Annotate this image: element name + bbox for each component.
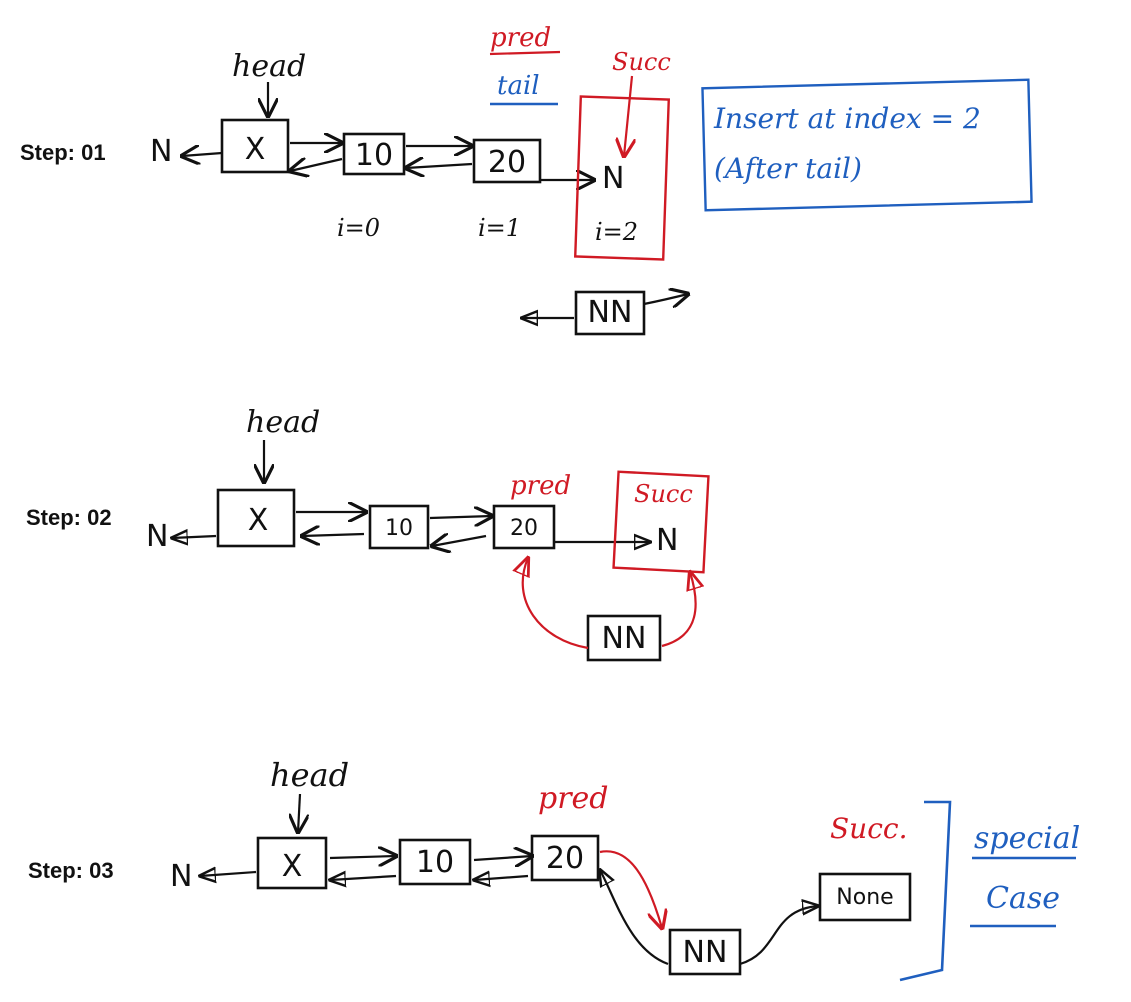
head-pointer-arrow [298, 793, 300, 832]
next-arrow [473, 856, 532, 860]
node-box-x [220, 118, 290, 174]
node-value: 10 [385, 516, 413, 541]
new-node-box [586, 614, 662, 662]
tail-label: tail [497, 71, 540, 101]
succ-label: Succ [612, 48, 671, 76]
null-left-label: N [146, 519, 168, 554]
head-label: head [232, 49, 306, 84]
succ-value: N [602, 161, 624, 196]
node-value: X [282, 849, 303, 884]
new-node-prev-link-arrow [523, 558, 589, 650]
head-label: head [246, 405, 320, 440]
index-label: i=2 [595, 218, 638, 246]
null-left-label: N [150, 134, 172, 169]
node-value: 20 [510, 516, 538, 541]
prev-to-null-arrow [200, 872, 257, 876]
succ-highlight-box [573, 95, 671, 261]
succ-value: N [656, 523, 678, 558]
insert-note-box [701, 78, 1033, 212]
special-label: special [974, 821, 1080, 856]
new-node-box [668, 928, 742, 976]
node-value: X [248, 503, 269, 538]
pred-label: pred [510, 471, 571, 501]
new-node-box [574, 290, 646, 336]
new-node-value: NN [602, 621, 647, 656]
prev-arrow [290, 159, 343, 171]
node-value: 10 [355, 138, 393, 173]
node-box-20 [492, 504, 556, 550]
new-node-value: NN [588, 295, 633, 330]
node-box-20 [530, 834, 600, 882]
new-node-to-pred-arrow [600, 870, 669, 966]
next-arrow [429, 516, 492, 518]
prev-arrow [474, 876, 529, 880]
succ-label: Succ. [830, 812, 907, 845]
succ-pointer-arrow [624, 75, 632, 156]
node-value: X [245, 132, 266, 167]
new-node-next-arrow [643, 294, 688, 304]
node-box-x [216, 488, 296, 548]
node-value: 20 [546, 841, 584, 876]
insert-note-line1: Insert at index = 2 [713, 102, 981, 135]
index-label: i=1 [478, 214, 521, 242]
next-arrow [329, 856, 396, 858]
node-value: 10 [416, 845, 454, 880]
step-03: Step: 03 head N X 10 20 pred NN None Suc… [28, 756, 1080, 982]
case-label: Case [986, 881, 1060, 916]
succ-label: Succ [634, 480, 693, 508]
pred-label: pred [538, 781, 609, 816]
prev-arrow [406, 164, 473, 168]
prev-arrow [330, 876, 397, 880]
node-box-10 [342, 132, 406, 176]
node-box-10 [398, 838, 472, 886]
step-01: Step: 01 head N X 10 20 pred tail Succ N… [20, 23, 1033, 336]
node-box-20 [472, 138, 542, 184]
pred-label: pred [490, 23, 551, 53]
step-02: Step: 02 head N X 10 20 pred Succ N NN [26, 405, 710, 662]
special-case-bracket [899, 800, 952, 982]
succ-node-box [818, 872, 912, 922]
prev-to-null-arrow [172, 536, 217, 538]
step-label: Step: 01 [20, 140, 106, 165]
step-label: Step: 03 [28, 858, 114, 883]
prev-to-null-arrow [182, 153, 223, 156]
pred-underline [489, 50, 561, 56]
node-box-x [256, 836, 328, 890]
new-node-next-link-arrow [661, 572, 696, 648]
pred-to-new-node-arrow [599, 850, 662, 928]
insert-note-line2: (After tail) [714, 152, 862, 185]
new-node-value: NN [683, 935, 728, 970]
index-label: i=0 [337, 214, 380, 242]
head-label: head [270, 756, 349, 794]
prev-arrow [302, 534, 365, 536]
prev-arrow [432, 536, 487, 546]
succ-value: None [836, 885, 893, 910]
node-box-10 [368, 504, 430, 550]
new-node-next-arrow [739, 906, 818, 966]
node-value: 20 [488, 145, 526, 180]
null-left-label: N [170, 859, 192, 894]
succ-highlight-box [612, 470, 710, 574]
step-label: Step: 02 [26, 505, 112, 530]
